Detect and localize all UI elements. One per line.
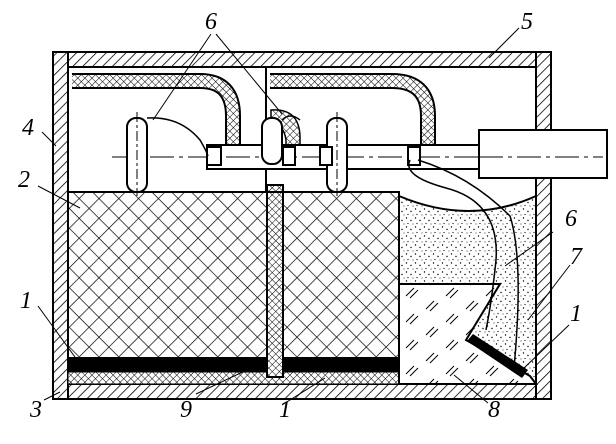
terminal-1 — [206, 146, 222, 166]
left-cell-block — [67, 191, 400, 359]
housing-left-wall — [52, 51, 69, 400]
leader-lines — [37, 27, 571, 406]
label-1-left: 1 — [20, 288, 32, 314]
label-6-top: 6 — [205, 9, 217, 35]
leader-1-left — [37, 305, 81, 365]
label-1-right: 1 — [570, 301, 582, 327]
leader-1-bottom — [281, 377, 326, 406]
leader-3 — [43, 391, 61, 401]
lead-wire-right-2 — [417, 159, 519, 369]
leader-7 — [527, 264, 571, 321]
leader-4 — [41, 131, 57, 147]
label-2: 2 — [18, 167, 30, 193]
leader-6-top-b — [215, 33, 283, 115]
terminal-2 — [282, 146, 296, 166]
leader-8 — [453, 374, 489, 404]
terminal-4 — [407, 146, 421, 166]
center-post-a — [261, 117, 283, 165]
housing-top-wall — [52, 51, 552, 68]
leader-6-top-a — [152, 33, 212, 121]
right-wire-tube-fill — [270, 75, 434, 162]
leader-1-right — [523, 324, 570, 369]
label-9: 9 — [180, 397, 192, 423]
housing-bottom-wall — [52, 383, 552, 400]
label-7: 7 — [570, 244, 582, 270]
central-separator — [266, 184, 284, 378]
label-5: 5 — [521, 9, 533, 35]
housing-right-wall — [535, 51, 552, 400]
label-4: 4 — [22, 115, 34, 141]
terminal-3 — [319, 146, 333, 166]
base-plate — [68, 358, 399, 372]
lead-wire-left — [146, 117, 209, 157]
external-cylinder — [478, 129, 608, 179]
leader-6-right — [504, 231, 554, 267]
lead-wire-right — [408, 159, 497, 331]
label-1-bottom: 1 — [279, 397, 291, 423]
left-wire-tube-fill — [72, 75, 239, 162]
electrode-bar — [467, 334, 528, 378]
label-6-right: 6 — [565, 206, 577, 232]
glass-block — [398, 283, 538, 385]
label-8: 8 — [488, 397, 500, 423]
lead-wire-center — [281, 115, 301, 121]
leader-9 — [195, 359, 269, 395]
leader-5 — [488, 27, 520, 59]
label-3: 3 — [30, 397, 42, 423]
leader-2 — [37, 185, 81, 209]
